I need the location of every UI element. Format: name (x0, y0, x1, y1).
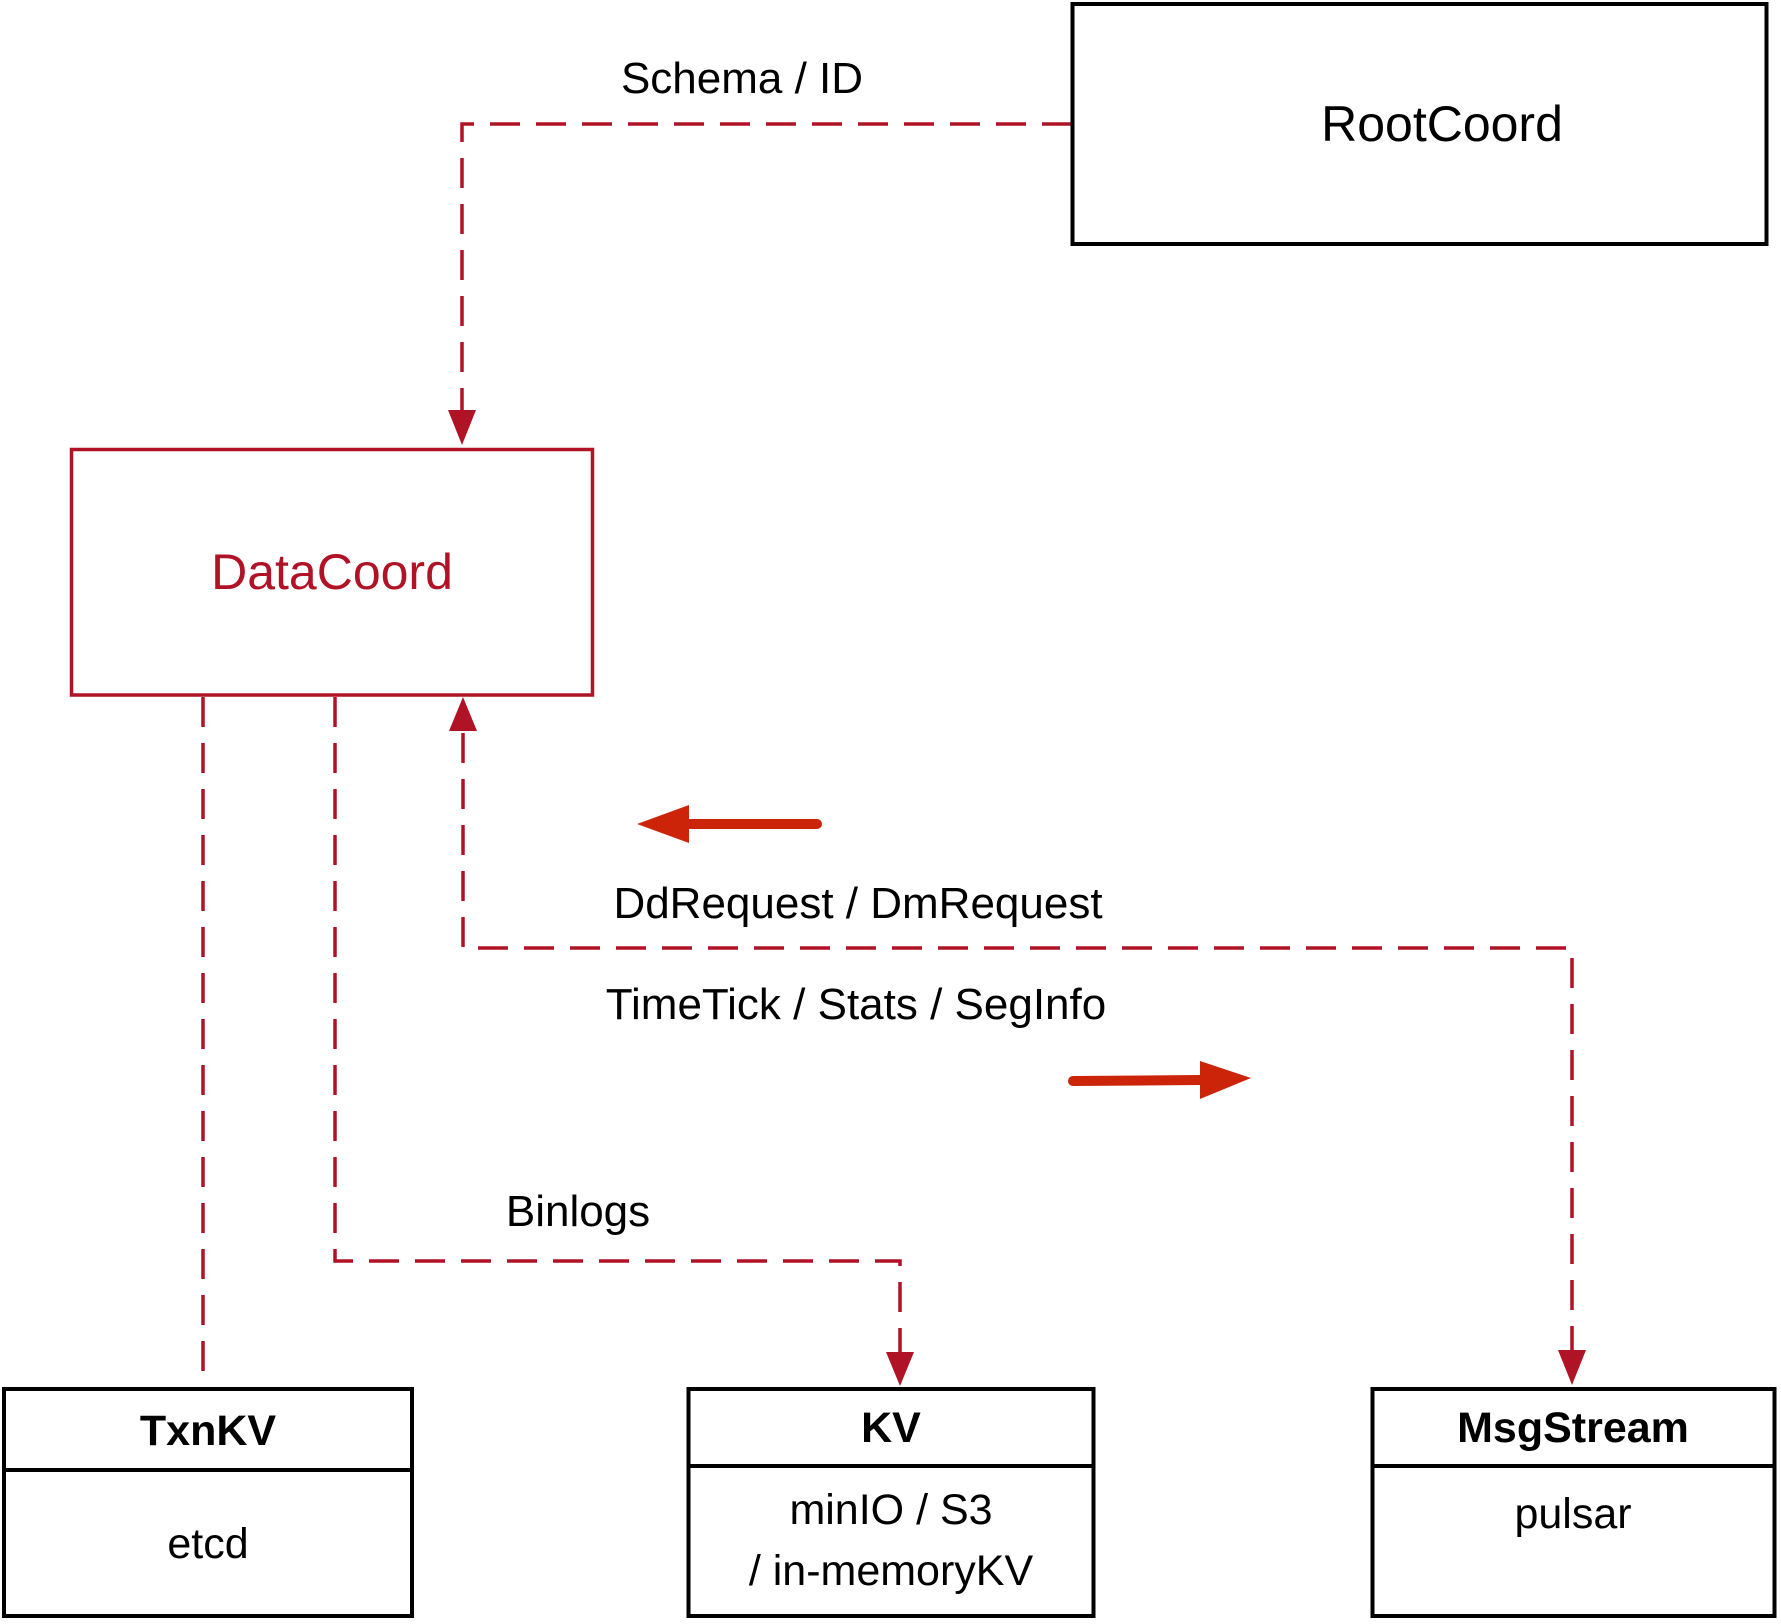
kv-body-line1: minIO / S3 (789, 1486, 992, 1534)
edge-binlogs-line (333, 697, 902, 1352)
arrow-down-into-msgstream-icon (1558, 1350, 1586, 1385)
node-txnkv: TxnKV etcd (2, 1387, 414, 1618)
timetick-flow-arrow (1068, 1061, 1251, 1099)
edge-binlogs-arrowhead-icon (886, 1352, 914, 1386)
edge-binlogs-label: Binlogs (506, 1187, 650, 1236)
edge-msgstream-datacoord-line (461, 733, 1574, 1350)
edge-ddrequest-label: DdRequest / DmRequest (613, 879, 1102, 928)
node-msgstream: MsgStream pulsar (1370, 1387, 1777, 1618)
node-kv: KV minIO / S3 / in-memoryKV (686, 1387, 1096, 1618)
txnkv-box (2, 1387, 414, 1618)
edge-schema-id-arrowhead-icon (448, 410, 476, 445)
left-arrow-head-icon (637, 805, 689, 843)
edge-timetick-label: TimeTick / Stats / SegInfo (606, 980, 1106, 1029)
edge-schema-id-label: Schema / ID (621, 54, 863, 103)
kv-title: KV (861, 1404, 921, 1452)
edge-msgstream-datacoord: DdRequest / DmRequest TimeTick / Stats /… (449, 697, 1586, 1385)
datacoord-box (69, 447, 595, 697)
msgstream-body: pulsar (1514, 1490, 1631, 1538)
kv-body-line2: / in-memoryKV (749, 1547, 1034, 1595)
txnkv-title: TxnKV (140, 1407, 277, 1455)
msgstream-title: MsgStream (1457, 1404, 1689, 1452)
right-arrow-shaft (1068, 1075, 1205, 1086)
kv-box (686, 1387, 1096, 1618)
txnkv-body: etcd (167, 1520, 248, 1568)
right-arrow-head-icon (1200, 1061, 1251, 1099)
node-datacoord: DataCoord (69, 447, 595, 697)
rootcoord-box (1070, 2, 1769, 246)
datacoord-label: DataCoord (211, 544, 453, 600)
arrow-up-into-datacoord-icon (449, 697, 477, 731)
edge-schema-id-line (460, 122, 1072, 410)
msgstream-box (1370, 1387, 1777, 1618)
node-rootcoord: RootCoord (1070, 2, 1769, 246)
rootcoord-label: RootCoord (1321, 96, 1563, 152)
ddrequest-flow-arrow (637, 805, 822, 843)
edge-schema-id: Schema / ID (448, 54, 1072, 445)
edge-binlogs: Binlogs (333, 697, 914, 1386)
